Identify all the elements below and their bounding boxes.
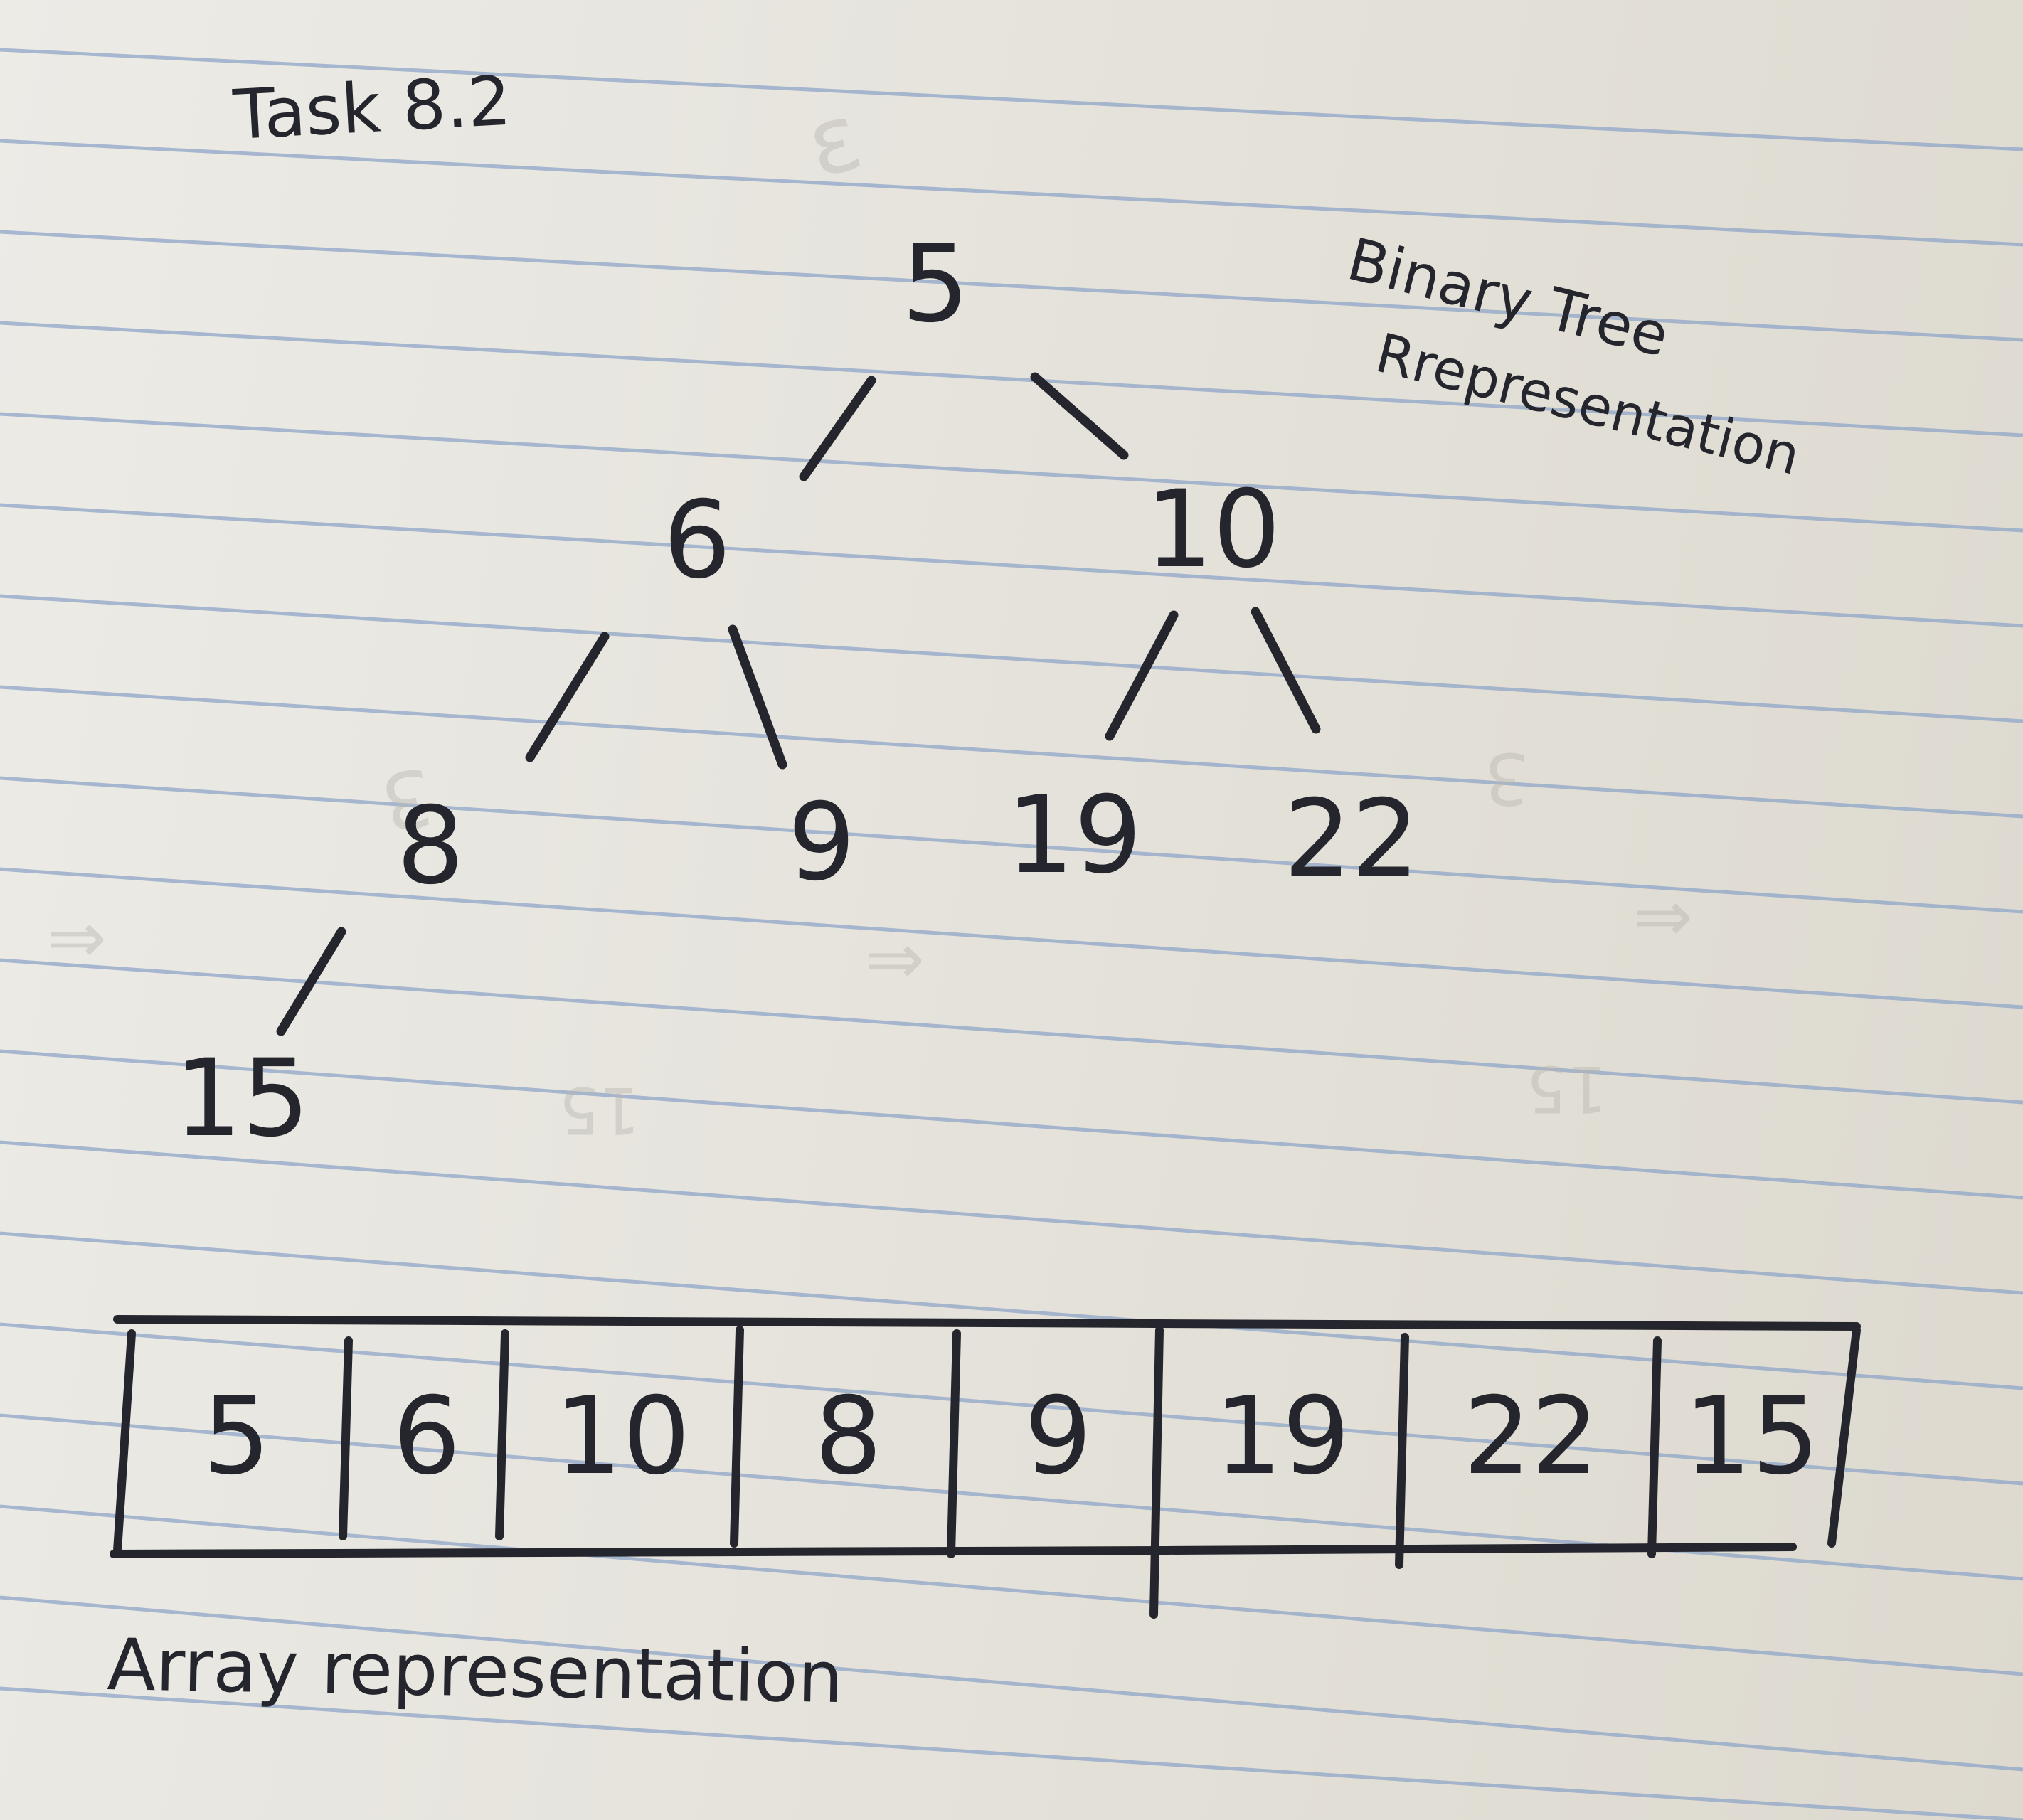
array-cell-3: 8 bbox=[814, 1375, 882, 1499]
array-cell-6: 22 bbox=[1463, 1375, 1599, 1499]
array-cell-0: 5 bbox=[203, 1375, 270, 1499]
array-cell-1: 6 bbox=[393, 1375, 460, 1499]
array-divider bbox=[339, 1336, 353, 1540]
array-box-bottom bbox=[110, 1543, 1797, 1558]
svg-text:3: 3 bbox=[1484, 737, 1529, 820]
array-cell-4: 9 bbox=[1024, 1375, 1092, 1499]
ruled-line bbox=[0, 1595, 2023, 1772]
tree-node-leaf-15: 15 bbox=[174, 1037, 310, 1161]
ruled-line bbox=[0, 1504, 2023, 1676]
ruled-line bbox=[0, 321, 2023, 437]
tree-edges bbox=[276, 372, 1321, 1036]
ruled-line bbox=[0, 1231, 2023, 1390]
ruled-line bbox=[0, 776, 2023, 914]
array-cell-2: 10 bbox=[555, 1375, 691, 1499]
array-box-top bbox=[113, 1315, 1861, 1331]
tree-node-left-left: 8 bbox=[396, 784, 464, 908]
edge-6-9 bbox=[728, 624, 787, 770]
task-title: Task 8.2 bbox=[230, 61, 513, 155]
svg-text:⇐: ⇐ bbox=[865, 922, 925, 1005]
ruled-line bbox=[0, 1049, 2023, 1200]
edge-5-10 bbox=[1030, 372, 1129, 460]
edge-6-8 bbox=[525, 632, 610, 762]
ruled-lines bbox=[0, 48, 2023, 1820]
array-box-right bbox=[1827, 1326, 1861, 1548]
array-divider bbox=[495, 1329, 509, 1540]
ruled-line bbox=[0, 230, 2023, 342]
array-cell-5: 19 bbox=[1214, 1375, 1350, 1499]
tree-node-root: 5 bbox=[901, 223, 969, 346]
edge-10-19 bbox=[1105, 610, 1179, 741]
tree-node-right: 10 bbox=[1145, 468, 1281, 592]
ruled-line bbox=[0, 1322, 2023, 1486]
svg-text:⇐: ⇐ bbox=[47, 900, 107, 984]
array-dividers bbox=[339, 1326, 1662, 1619]
ruled-line bbox=[0, 412, 2023, 533]
ruled-line bbox=[0, 867, 2023, 1009]
tree-nodes: 5 6 10 8 9 19 22 15 bbox=[174, 223, 1420, 1161]
svg-text:15: 15 bbox=[1526, 1051, 1608, 1126]
tree-node-left-right: 9 bbox=[787, 781, 855, 905]
edge-10-22 bbox=[1251, 607, 1321, 734]
ruled-line bbox=[0, 48, 2023, 151]
tree-node-left: 6 bbox=[663, 479, 731, 602]
array-box bbox=[110, 1315, 1861, 1619]
edge-8-15 bbox=[276, 927, 346, 1036]
tree-node-right-left: 19 bbox=[1007, 774, 1142, 898]
ruled-line bbox=[0, 958, 2023, 1105]
ruled-line bbox=[0, 1140, 2023, 1295]
ruled-line bbox=[0, 685, 2023, 819]
ruled-line bbox=[0, 139, 2023, 247]
array-box-left bbox=[113, 1329, 136, 1555]
array-cell-7: 15 bbox=[1684, 1375, 1820, 1499]
svg-text:⇐: ⇐ bbox=[1633, 879, 1693, 962]
array-divider bbox=[947, 1329, 961, 1558]
array-divider bbox=[1149, 1326, 1164, 1619]
array-divider bbox=[730, 1326, 744, 1548]
array-divider bbox=[1395, 1333, 1409, 1569]
edge-5-6 bbox=[799, 376, 876, 481]
array-caption: Array representation bbox=[107, 1623, 844, 1719]
svg-text:15: 15 bbox=[558, 1073, 640, 1147]
array-divider bbox=[1647, 1336, 1662, 1558]
ruled-line bbox=[0, 594, 2023, 723]
tree-node-right-right: 22 bbox=[1284, 777, 1420, 901]
ruled-line bbox=[0, 1686, 2023, 1820]
ruled-line bbox=[0, 503, 2023, 628]
